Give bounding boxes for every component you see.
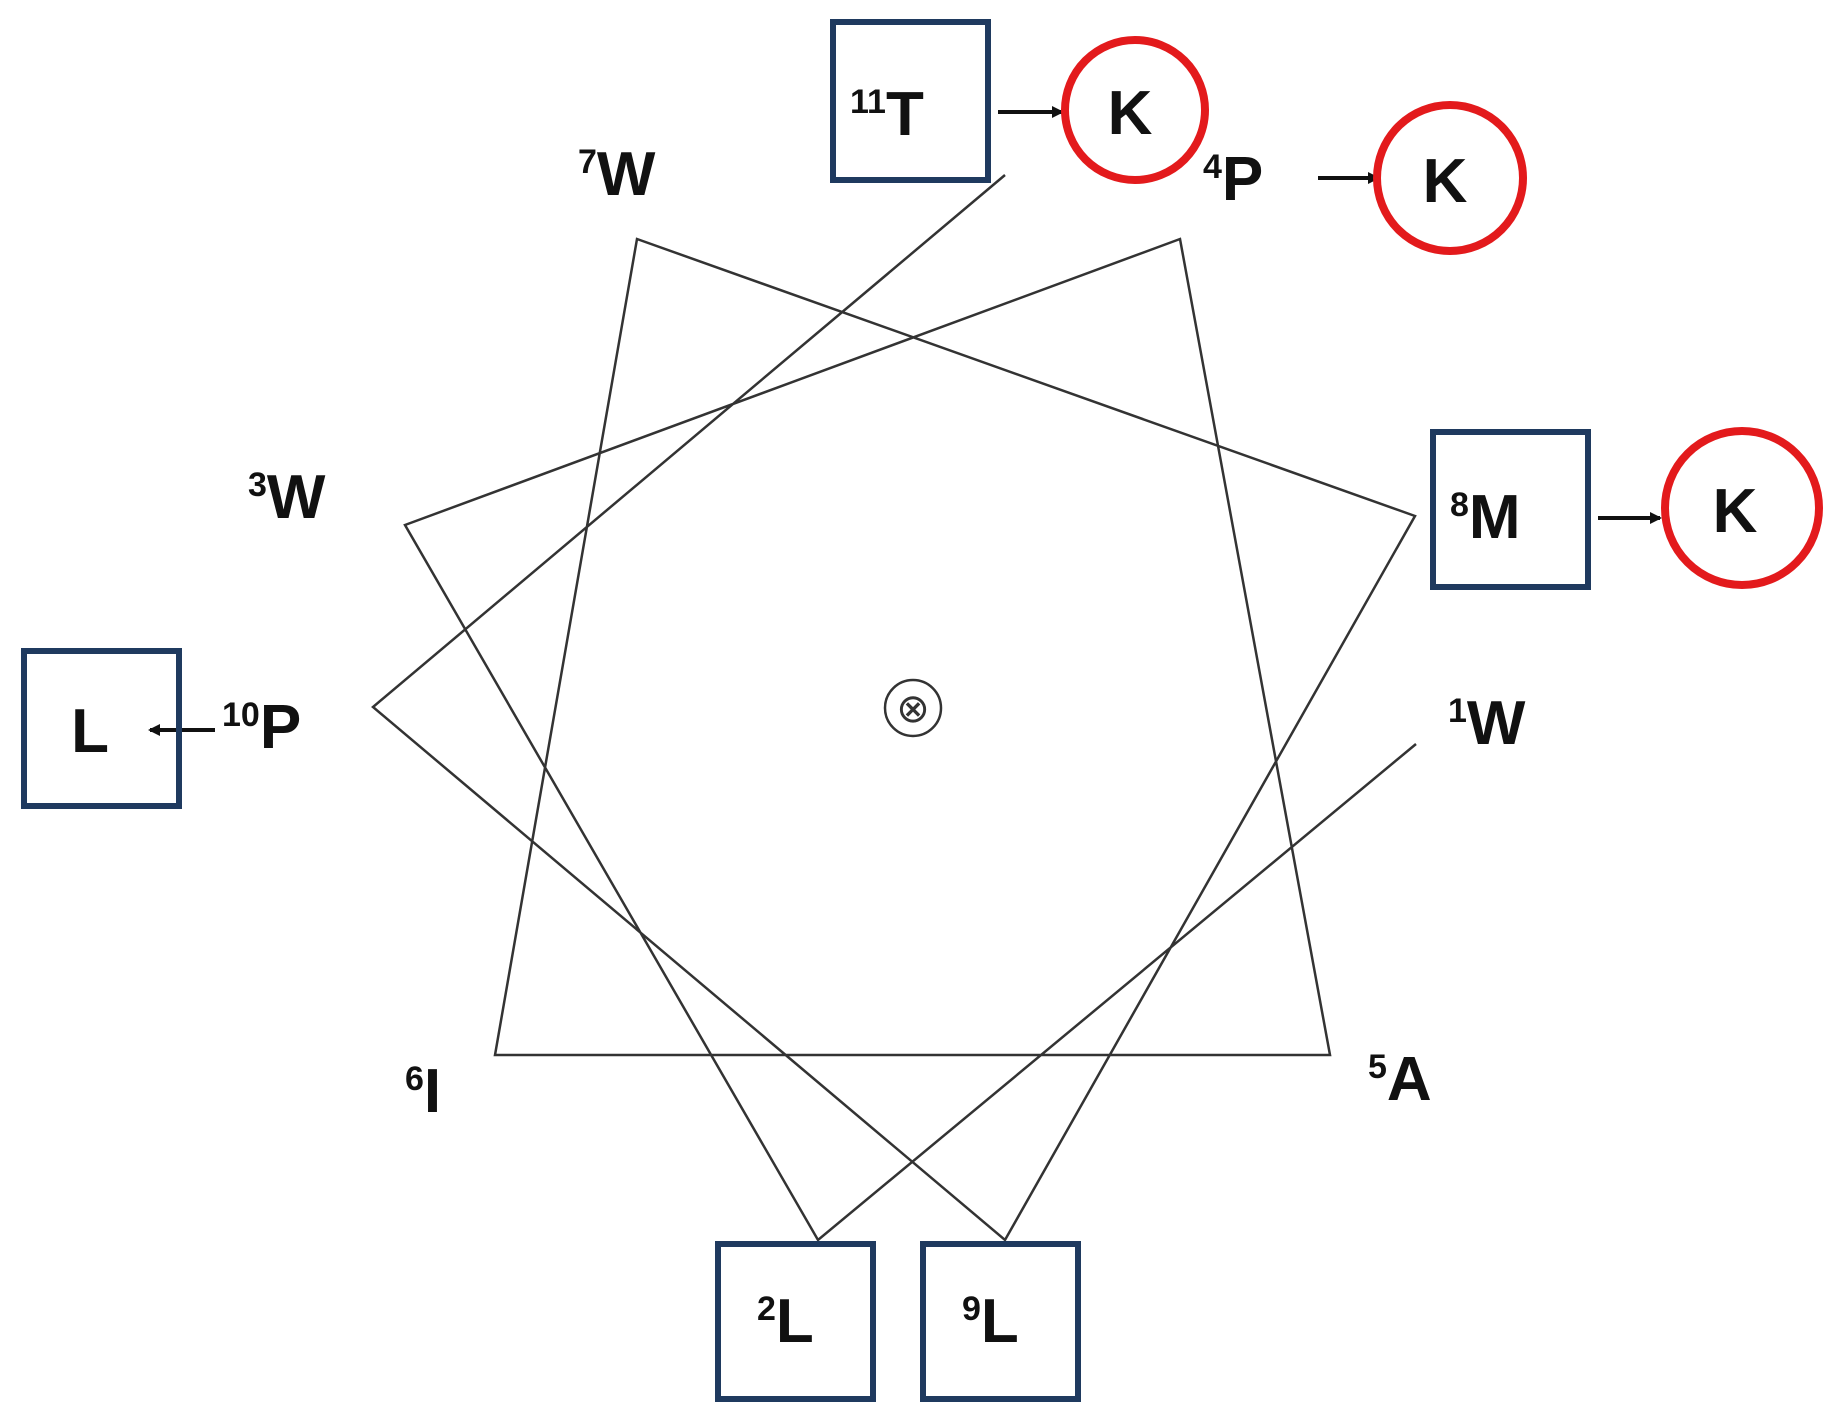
- residue-label-3: 3W: [248, 463, 326, 532]
- substitution-letter-8: K: [1713, 477, 1758, 546]
- helix-axis-circle: [883, 678, 943, 738]
- substitution-box-10: [21, 648, 182, 809]
- residue-label-8: 8M: [1450, 483, 1521, 552]
- residue-box-11: [830, 19, 991, 183]
- residue-label-4: 4P: [1203, 145, 1263, 214]
- residue-label-9: 9L: [962, 1287, 1019, 1356]
- residue-label-6: 6I: [405, 1057, 441, 1126]
- substitution-circle-11: [1061, 36, 1209, 184]
- residue-box-8: [1430, 429, 1591, 590]
- substitution-letter-11: K: [1108, 79, 1153, 148]
- substitution-circle-4: [1373, 101, 1527, 255]
- substitution-letter-10: L: [71, 697, 109, 766]
- helix-path: [371, 174, 1417, 1242]
- residue-label-1: 1W: [1448, 689, 1526, 758]
- residue-label-11: 11T: [850, 80, 924, 149]
- helix-axis-symbol: ⊗: [896, 687, 930, 731]
- residue-label-7: 7W: [578, 140, 656, 209]
- residue-label-5: 5A: [1368, 1045, 1432, 1114]
- residue-label-10: 10P: [222, 693, 301, 762]
- substitution-letter-4: K: [1423, 147, 1468, 216]
- residue-label-2: 2L: [757, 1287, 814, 1356]
- residue-box-9: [920, 1241, 1081, 1402]
- substitution-circle-8: [1661, 427, 1823, 589]
- residue-box-2: [715, 1241, 876, 1402]
